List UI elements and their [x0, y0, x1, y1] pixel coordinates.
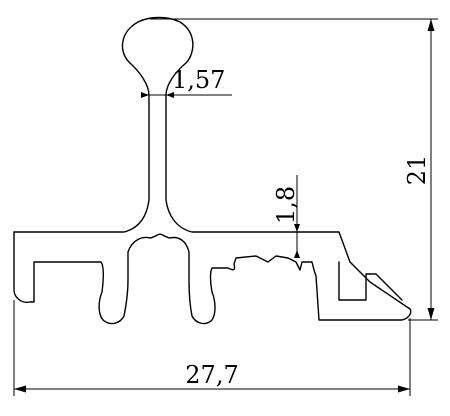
width-arrow-right [398, 385, 410, 393]
profile-lower-contour [29, 233, 412, 325]
stem-dimension: 1,57 [141, 66, 232, 98]
width-arrow-left [14, 385, 26, 393]
wall-arrow-top [294, 224, 300, 232]
profile-inner-slot [338, 261, 403, 301]
stem-arrow-right [166, 92, 174, 98]
wall-dimension: 1,8 [272, 175, 308, 258]
stem-arrow-left [141, 92, 149, 98]
wall-label: 1,8 [272, 186, 300, 224]
profile-outline [13, 16, 412, 325]
wall-arrow-bottom [294, 250, 300, 258]
width-label: 27,7 [185, 361, 238, 389]
height-arrow-bottom [427, 308, 435, 320]
height-arrow-top [427, 19, 435, 31]
profile-left-wall [13, 231, 31, 304]
height-label: 21 [403, 155, 431, 186]
stem-label: 1,57 [172, 66, 225, 94]
profile-head-stem-top [13, 16, 411, 310]
height-dimension: 21 [150, 18, 438, 321]
width-dimension: 27,7 [13, 300, 411, 396]
